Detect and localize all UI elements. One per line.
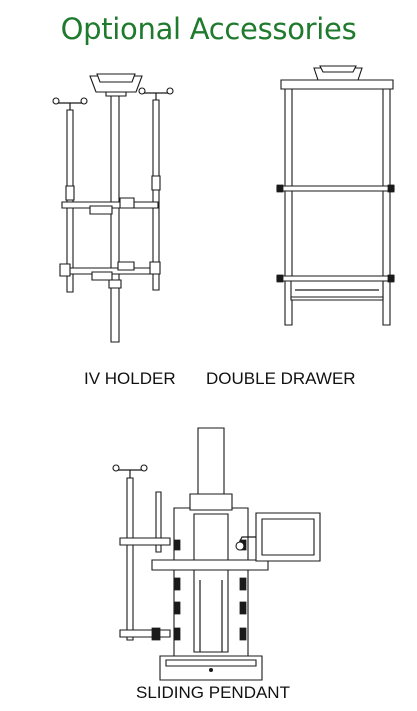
iv-holder-label: IV HOLDER xyxy=(84,369,176,388)
page-title: Optional Accessories xyxy=(60,12,357,46)
sliding-pendant-label: SLIDING PENDANT xyxy=(136,683,290,702)
double-drawer-label: DOUBLE DRAWER xyxy=(206,369,356,388)
